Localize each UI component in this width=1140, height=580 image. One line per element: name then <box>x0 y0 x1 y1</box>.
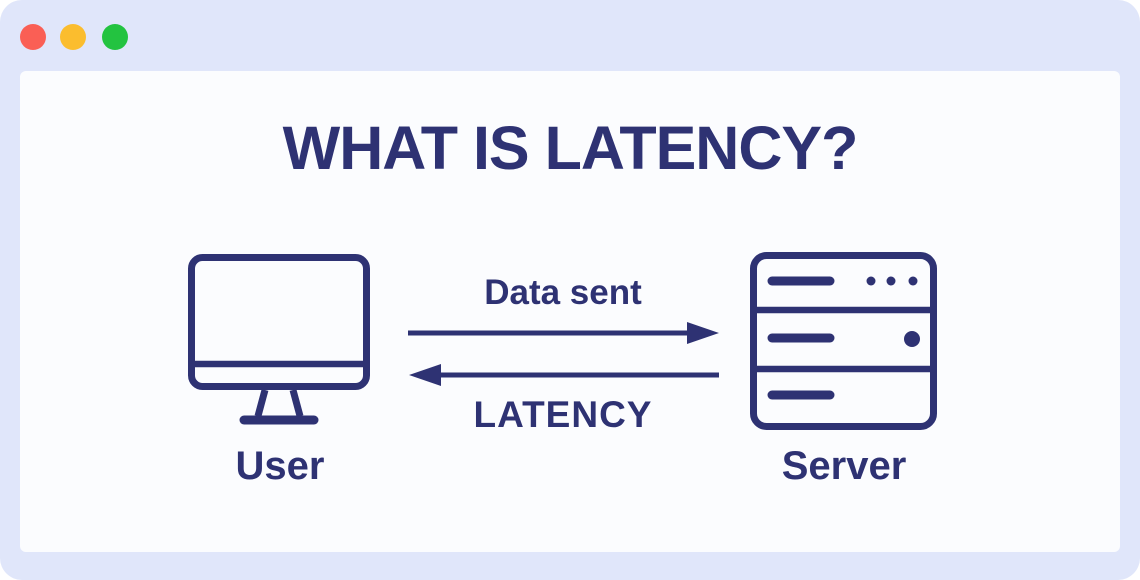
minimize-button[interactable] <box>60 24 86 50</box>
page-title: WHAT IS LATENCY? <box>282 114 859 182</box>
flow-arrows <box>408 322 719 386</box>
data-sent-arrow <box>408 322 719 344</box>
monitor-icon <box>188 254 370 425</box>
latency-arrow <box>409 364 719 386</box>
server-node-label: Server <box>781 444 907 488</box>
maximize-button[interactable] <box>102 24 128 50</box>
close-button[interactable] <box>20 24 46 50</box>
server-icon <box>750 252 937 430</box>
user-node-label: User <box>235 444 325 488</box>
data-sent-label: Data sent <box>484 273 642 312</box>
window-titlebar <box>0 0 1140 71</box>
latency-label: LATENCY <box>473 394 653 435</box>
